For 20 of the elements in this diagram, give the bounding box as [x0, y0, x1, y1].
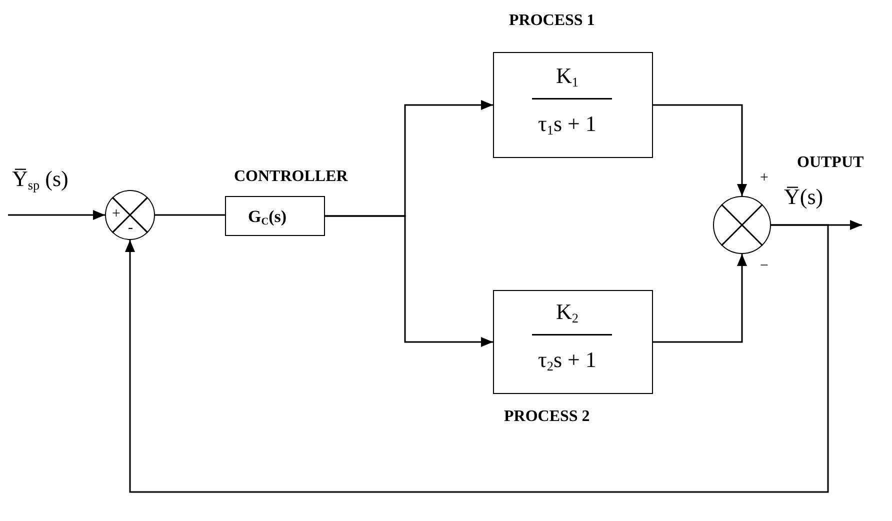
- block-title: PROCESS 2: [504, 409, 590, 425]
- block-title: PROCESS 1: [509, 13, 595, 29]
- transfer-function: K$_{1}$: [556, 65, 578, 88]
- block-title: G$_{C}$(s): [248, 208, 287, 228]
- signal-arrow: [325, 215, 493, 347]
- transfer-function: τ$_{2}$s + 1: [538, 349, 596, 372]
- signal-arrow: [653, 104, 747, 196]
- signal-arrow: [8, 210, 105, 220]
- transfer-function: τ$_{1}$s + 1: [538, 113, 596, 136]
- sign-label: +: [112, 207, 120, 222]
- signal-label: Y̅(s): [784, 186, 824, 208]
- summing-junction: [105, 190, 155, 240]
- signal-label: Y̅$_{sp}$ (s): [12, 168, 68, 192]
- signal-arrow: [125, 224, 829, 493]
- sign-label: -: [128, 221, 133, 236]
- signal-arrow: [653, 254, 747, 343]
- sign-label: −: [760, 259, 768, 274]
- block-title: CONTROLLER: [234, 169, 348, 185]
- transfer-function: K$_{2}$: [556, 301, 578, 324]
- sign-label: +: [760, 171, 768, 186]
